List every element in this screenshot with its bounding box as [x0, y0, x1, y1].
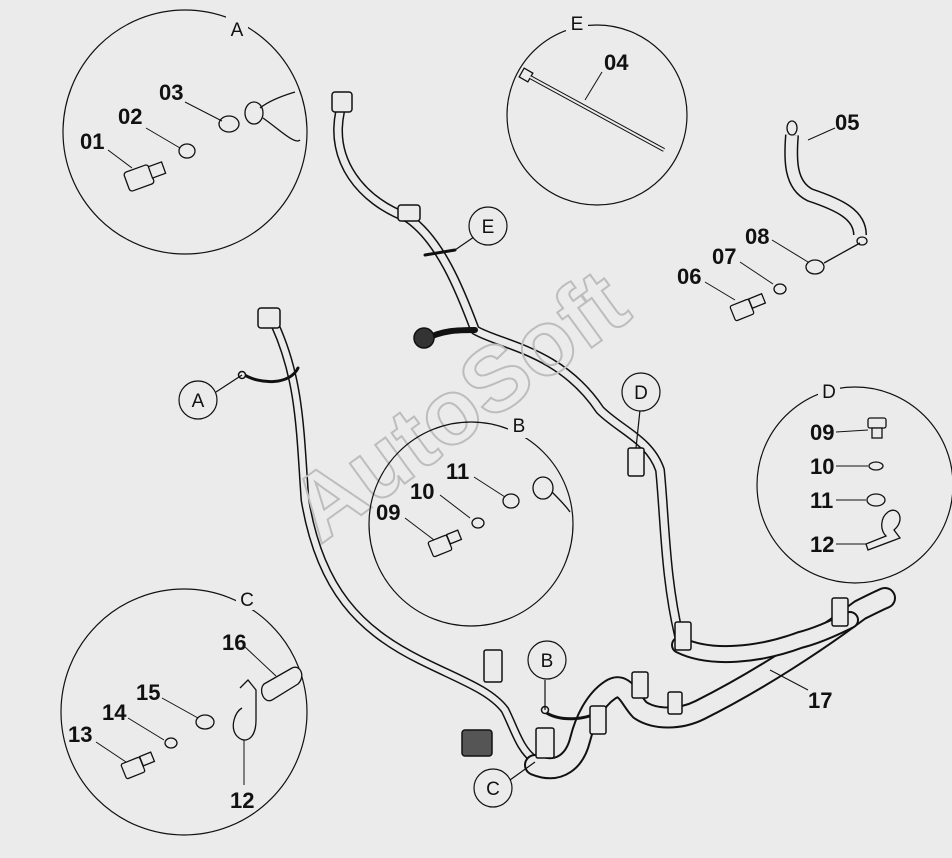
ground-cable-icon [784, 120, 868, 246]
clip-d [627, 447, 645, 477]
detail-circle-d [756, 386, 952, 584]
clip-c7 [831, 597, 849, 627]
washer-icon [218, 115, 240, 133]
callout-a [178, 380, 218, 420]
detail-circle-e [506, 24, 688, 206]
callout-c [473, 768, 513, 808]
part-15-label: 15 [136, 680, 160, 705]
harness-connectors [237, 91, 849, 759]
lock-washer-14-icon [164, 737, 178, 749]
detail-label-e: E [571, 14, 584, 35]
detail-06-08-parts [729, 242, 861, 322]
washer-d-icon [866, 493, 886, 507]
detail-circle-a [62, 9, 308, 255]
connector-top [331, 91, 353, 113]
part-06-label: 06 [677, 264, 701, 289]
clip-upper [397, 204, 421, 222]
bolt-06-shank-icon [747, 292, 767, 310]
part-16-label: 16 [222, 630, 246, 655]
clip-c2 [535, 727, 555, 759]
part-11-b-label: 11 [446, 459, 469, 484]
part-09-d-label: 09 [810, 420, 834, 445]
clamp-12-icon [232, 679, 257, 741]
detail-a-parts [123, 91, 301, 192]
part-14-label: 14 [102, 700, 127, 725]
part-08-label: 08 [745, 224, 769, 249]
lock-washer-b-icon [471, 517, 485, 529]
connector-left [257, 307, 281, 329]
bolt-b-shank-icon [445, 529, 463, 545]
bolt-d-shank-icon [871, 427, 883, 439]
clip-c3 [589, 705, 607, 735]
detail-label-a: A [231, 20, 244, 41]
part-07-label: 07 [712, 244, 736, 269]
callout-d [621, 372, 661, 412]
callout-label-e: E [482, 217, 495, 238]
bolt-13-shank-icon [138, 751, 156, 767]
washer-08-icon [805, 259, 825, 275]
connector-lower [461, 729, 493, 757]
lock-washer-icon [178, 143, 196, 159]
clip-c1 [483, 649, 503, 683]
callout-e [468, 206, 508, 246]
callout-label-b: B [541, 651, 554, 672]
clip-c5 [631, 671, 649, 699]
clip-c6 [667, 691, 683, 715]
part-12-d-label: 12 [810, 532, 834, 557]
bolt-shank-icon [147, 161, 167, 179]
part-10-b-label: 10 [410, 479, 434, 504]
part-10-d-label: 10 [810, 454, 834, 479]
washer-b-icon [502, 493, 520, 509]
part-13-label: 13 [68, 722, 92, 747]
detail-c-parts [120, 666, 303, 780]
detail-label-c: C [240, 590, 254, 611]
part-17-label: 17 [808, 688, 832, 713]
clamp-d-icon [865, 509, 902, 551]
clip-c4 [674, 621, 692, 651]
detail-d-parts [865, 417, 902, 551]
callout-label-c: C [486, 779, 500, 800]
part-11-d-label: 11 [810, 488, 833, 513]
lock-washer-07-icon [773, 283, 787, 295]
callout-b [527, 640, 567, 680]
part-04-label: 04 [604, 50, 629, 75]
ring-terminal-icon [244, 101, 264, 125]
cable-tie-icon [518, 67, 665, 152]
detail-b-parts [427, 476, 571, 558]
part-12-c-label: 12 [230, 788, 254, 813]
part-02-label: 02 [118, 104, 142, 129]
part-03-label: 03 [159, 80, 183, 105]
detail-label-d: D [822, 382, 836, 403]
callout-label-d: D [634, 383, 648, 404]
lock-washer-d-icon [868, 461, 884, 471]
ring-terminal-b-icon [532, 476, 554, 500]
detail-circle-c [60, 588, 308, 836]
bolt-d-icon [867, 417, 887, 429]
washer-15-icon [195, 714, 215, 730]
sleeve-16-icon [260, 666, 303, 702]
part-09-b-label: 09 [376, 500, 400, 525]
detail-label-b: B [513, 416, 526, 437]
part-01-label: 01 [80, 129, 104, 154]
connector-round [413, 327, 435, 349]
part-05-label: 05 [835, 110, 859, 135]
detail-circle-b [368, 421, 574, 627]
callout-label-a: A [192, 391, 205, 412]
